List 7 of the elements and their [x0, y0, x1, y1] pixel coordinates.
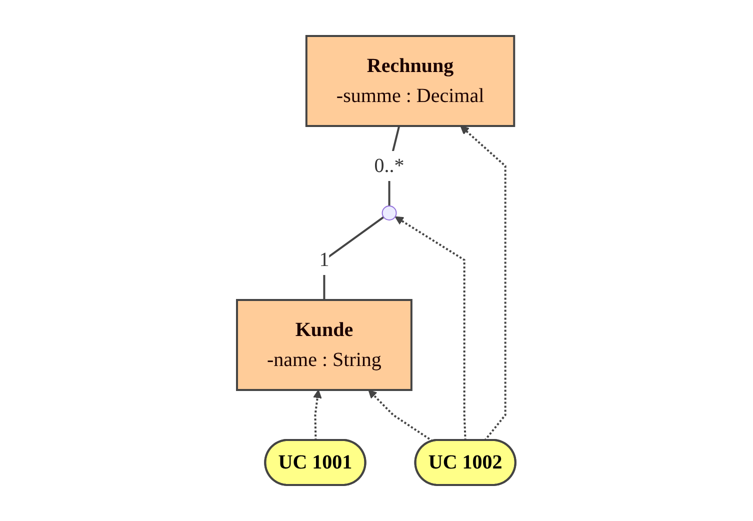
node-box: Rechnung -summe : Decimal: [306, 35, 516, 127]
edge-label: 0..*: [374, 154, 405, 177]
edge-label: 1: [320, 248, 330, 271]
arrow: [460, 126, 507, 442]
node-box: Kunde -name : String: [236, 299, 413, 391]
node-point: [382, 206, 398, 220]
arrow: [368, 390, 434, 442]
